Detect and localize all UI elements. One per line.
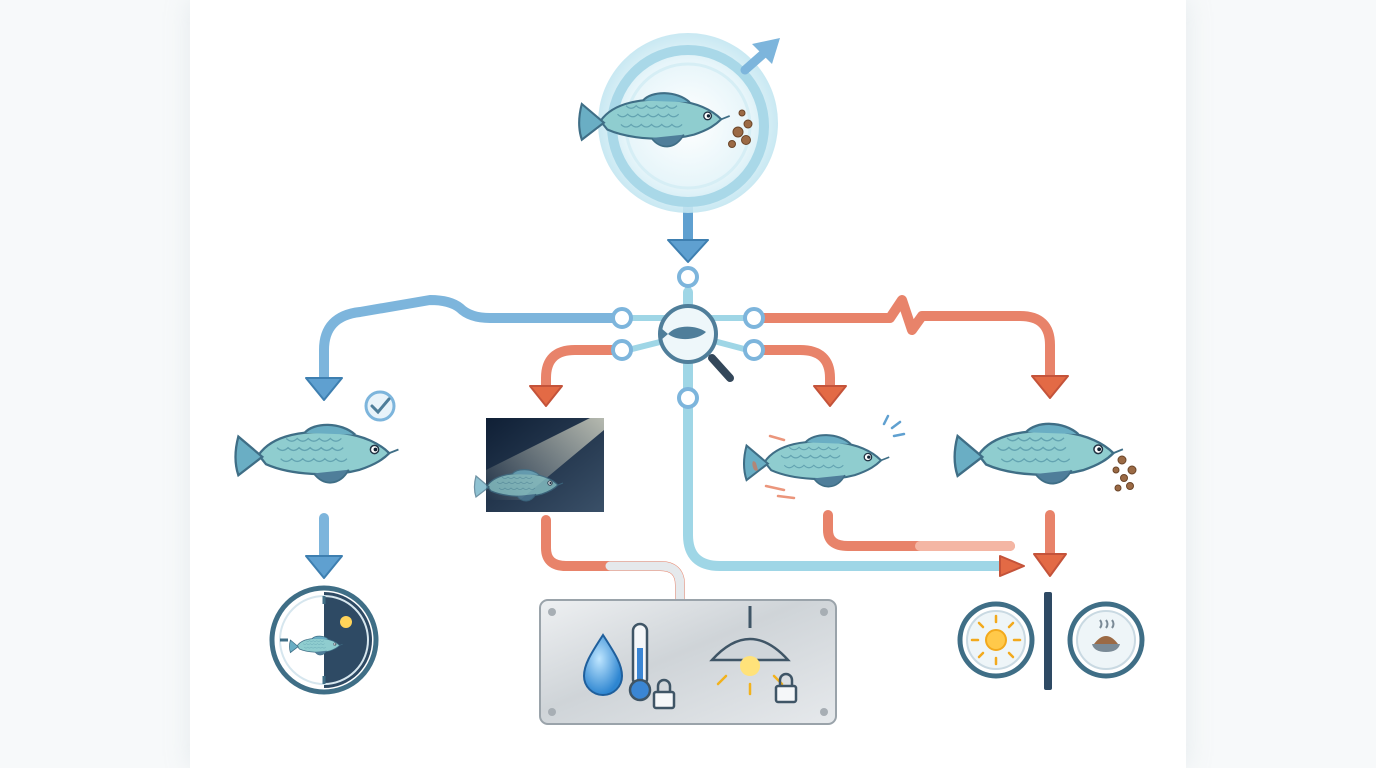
connector-branch-2 xyxy=(541,345,625,393)
connectors xyxy=(305,200,1069,605)
healthy-fish-check-icon xyxy=(234,390,400,484)
fish-hiding-in-dark-icon xyxy=(473,418,604,512)
arrowhead-branch-1-down xyxy=(305,555,343,579)
arrowhead-branch-2 xyxy=(529,385,563,407)
pellets-icon xyxy=(1112,455,1137,492)
fish-eating-pellets-icon xyxy=(953,422,1137,492)
food-pellets-icon xyxy=(728,109,753,148)
day-night-clock-icon xyxy=(269,585,379,695)
connector-branch-3 xyxy=(755,345,835,393)
water-drop-icon xyxy=(582,633,624,696)
arrowhead-top-to-hub xyxy=(667,239,709,263)
sun-gauge-icon xyxy=(957,601,1035,679)
sun-icon xyxy=(340,616,352,628)
pendant-lamp-icon xyxy=(709,606,791,696)
connector-branch-3-down xyxy=(823,510,1015,551)
thermometer-icon xyxy=(628,622,652,702)
hub-fish-icon xyxy=(661,326,706,340)
connector-branch-1 xyxy=(319,295,625,385)
arrowhead-branch-4 xyxy=(1031,375,1069,399)
arrowhead-merge xyxy=(999,555,1025,577)
lock-icon xyxy=(774,672,798,704)
fish-feeding-circle-icon xyxy=(578,33,780,213)
magnifier-handle-icon xyxy=(708,354,734,382)
fish-magnifier-hub-icon xyxy=(611,266,765,409)
lock-icon xyxy=(652,678,676,710)
connector-hub-vertical xyxy=(683,287,1010,571)
arrowhead-branch-1 xyxy=(305,377,343,401)
check-badge-icon xyxy=(364,390,396,422)
arrowhead-branch-4-down xyxy=(1033,553,1067,577)
divider-bar xyxy=(1044,592,1052,690)
food-gauge-icon xyxy=(1067,601,1145,679)
arrowhead-branch-3 xyxy=(813,385,847,407)
darting-fish-icon xyxy=(743,414,906,500)
connector-branch-2-down xyxy=(541,515,685,605)
connector-branch-4 xyxy=(755,295,1055,383)
environment-control-panel-icon xyxy=(539,599,837,725)
